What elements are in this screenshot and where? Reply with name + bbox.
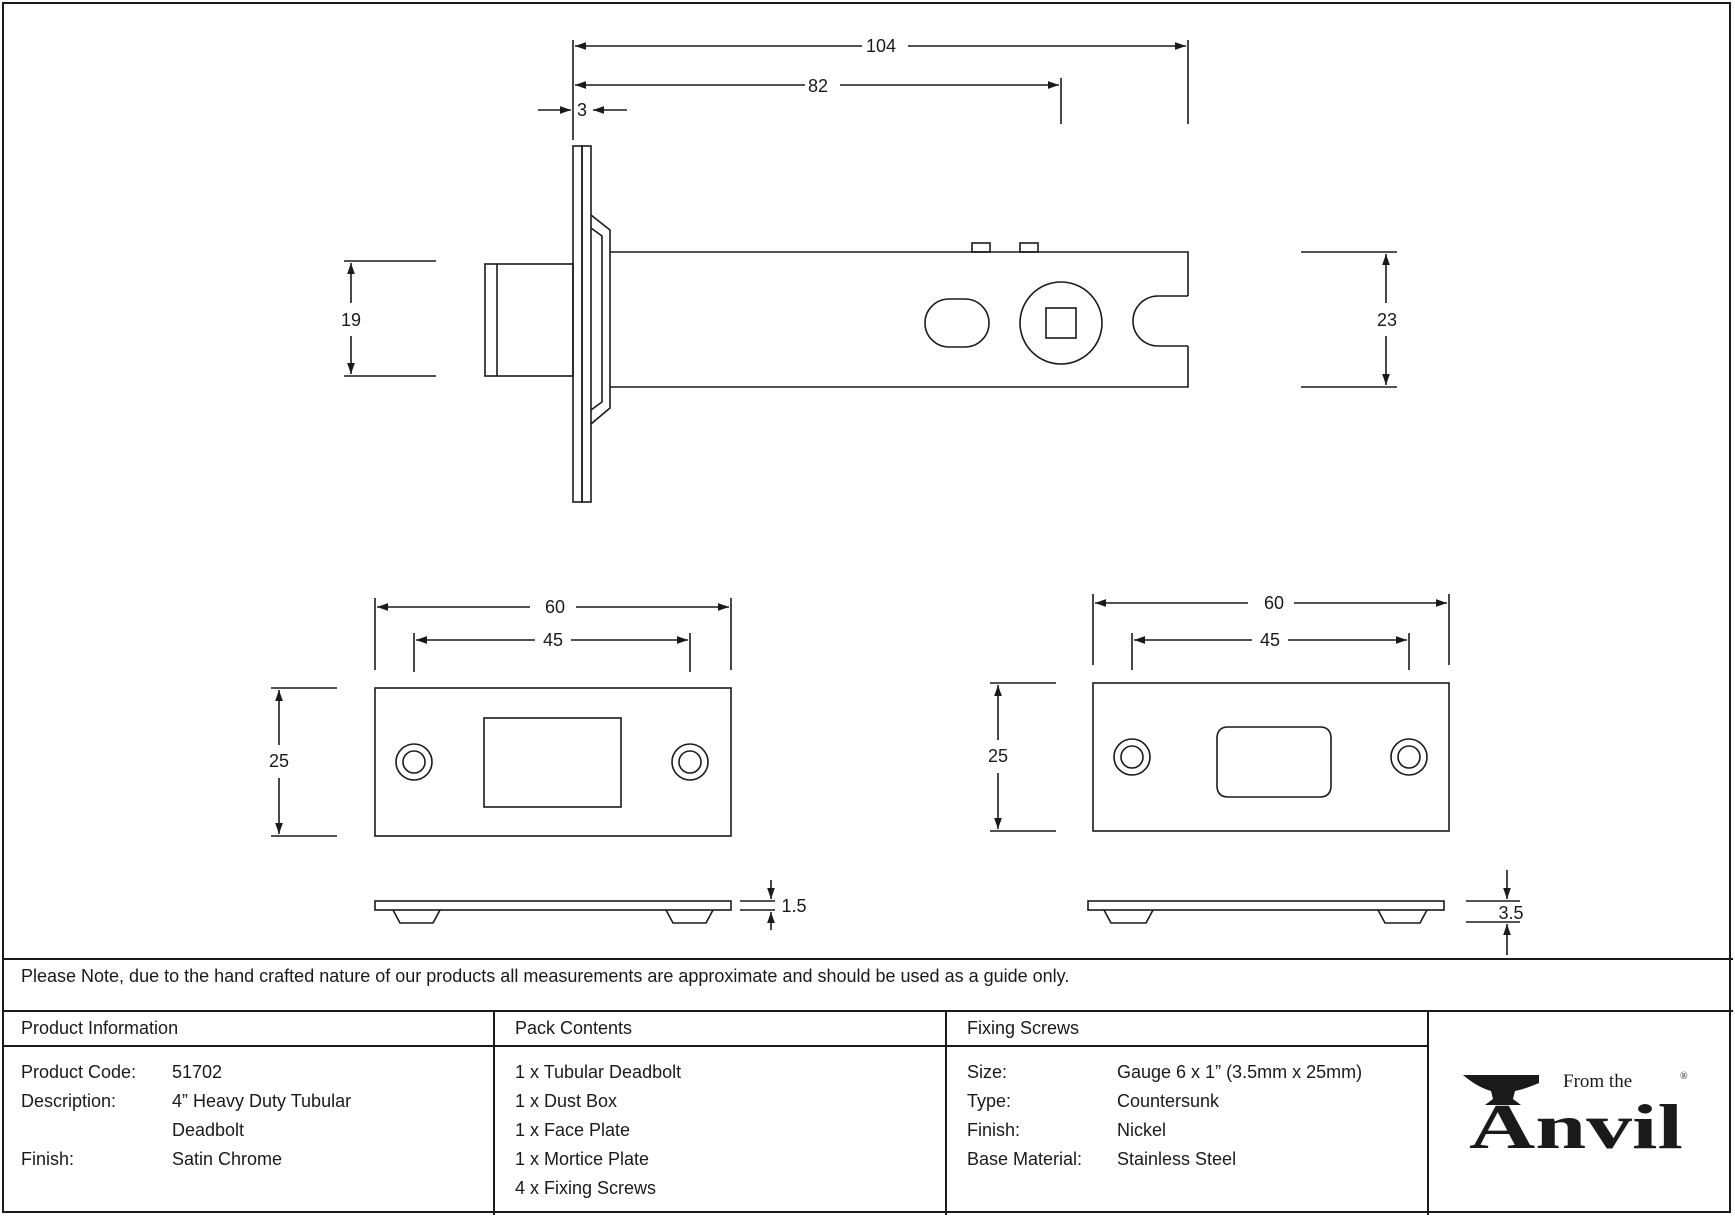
- screw-type-value: Countersunk: [1117, 1091, 1220, 1111]
- dimension-25-mortice-plate: [990, 682, 1056, 832]
- dim-label-60-mortice-plate: 60: [1264, 593, 1284, 613]
- dim-label-3.5: 3.5: [1498, 903, 1523, 923]
- dimension-60-face-plate: [374, 598, 732, 670]
- dim-label-45-face-plate: 45: [543, 630, 563, 650]
- dimension-3.5: [1466, 870, 1520, 955]
- logo-registered-mark: ®: [1680, 1071, 1688, 1082]
- dim-label-82: 82: [808, 76, 828, 96]
- dim-label-3: 3: [577, 100, 587, 120]
- dimension-23: [1301, 251, 1397, 388]
- product-code-value: 51702: [172, 1062, 223, 1082]
- dim-label-45-mortice-plate: 45: [1260, 630, 1280, 650]
- face-plate-view: [374, 687, 732, 837]
- title-block-divider: [2, 1010, 1733, 1012]
- pack-item: 1 x Mortice Plate: [515, 1149, 650, 1169]
- dimension-45-mortice-plate: [1131, 633, 1410, 670]
- pack-item: 1 x Dust Box: [515, 1091, 618, 1111]
- dimension-60-mortice-plate: [1092, 594, 1450, 665]
- fixing-screws-header: Fixing Screws: [967, 1018, 1080, 1038]
- dim-label-60-face-plate: 60: [545, 597, 565, 617]
- dim-label-23: 23: [1377, 310, 1397, 330]
- screw-finish-value: Nickel: [1117, 1120, 1167, 1140]
- title-block-header-divider: [2, 1045, 1429, 1047]
- dimension-82: [575, 78, 1062, 124]
- screw-type-label: Type:: [967, 1091, 1012, 1111]
- screw-size-value: Gauge 6 x 1” (3.5mm x 25mm): [1117, 1062, 1363, 1082]
- pack-item: 1 x Tubular Deadbolt: [515, 1062, 682, 1082]
- dimension-19: [344, 260, 436, 377]
- description-value: 4” Heavy Duty Tubular: [172, 1091, 352, 1111]
- finish-value: Satin Chrome: [172, 1149, 283, 1169]
- from-the-anvil-logo: From the ® Anvil: [1463, 1071, 1688, 1155]
- pack-item: 4 x Fixing Screws: [515, 1178, 657, 1198]
- dimension-1.5: [740, 880, 775, 930]
- technical-drawing: 104 82 3 19 23 60 45 25 1.5 60 45 25 3.5: [269, 36, 1524, 955]
- dim-label-104: 104: [866, 36, 896, 56]
- description-value-line2: Deadbolt: [172, 1120, 245, 1140]
- column-divider-2: [945, 1010, 947, 1215]
- logo-big-text: Anvil: [1469, 1091, 1683, 1155]
- pack-item: 1 x Face Plate: [515, 1120, 631, 1140]
- logo-small-text: From the: [1563, 1071, 1632, 1092]
- screw-material-value: Stainless Steel: [1117, 1149, 1237, 1169]
- dimension-25-face-plate: [271, 687, 337, 837]
- dim-label-19: 19: [341, 310, 361, 330]
- measurement-note: Please Note, due to the hand crafted nat…: [21, 966, 1070, 986]
- finish-label: Finish:: [21, 1149, 75, 1169]
- dimension-45-face-plate: [413, 633, 691, 672]
- screw-material-label: Base Material:: [967, 1149, 1083, 1169]
- product-info-header: Product Information: [21, 1018, 179, 1038]
- dim-label-1.5: 1.5: [781, 896, 806, 916]
- face-plate-edge-view: [374, 900, 732, 924]
- description-label: Description:: [21, 1091, 117, 1111]
- product-code-label: Product Code:: [21, 1062, 137, 1082]
- screw-finish-label: Finish:: [967, 1120, 1021, 1140]
- pack-contents-header: Pack Contents: [515, 1018, 633, 1038]
- dim-label-25-face-plate: 25: [269, 751, 289, 771]
- dimension-104: [572, 40, 1189, 140]
- deadbolt-side-view: [484, 145, 1189, 503]
- screw-size-label: Size:: [967, 1062, 1008, 1082]
- title-block-top-border: [2, 958, 1733, 960]
- column-divider-1: [493, 1010, 495, 1215]
- mortice-plate-edge-view: [1087, 900, 1445, 924]
- mortice-plate-view: [1092, 682, 1450, 832]
- dim-label-25-mortice-plate: 25: [988, 746, 1008, 766]
- column-divider-3: [1427, 1010, 1429, 1215]
